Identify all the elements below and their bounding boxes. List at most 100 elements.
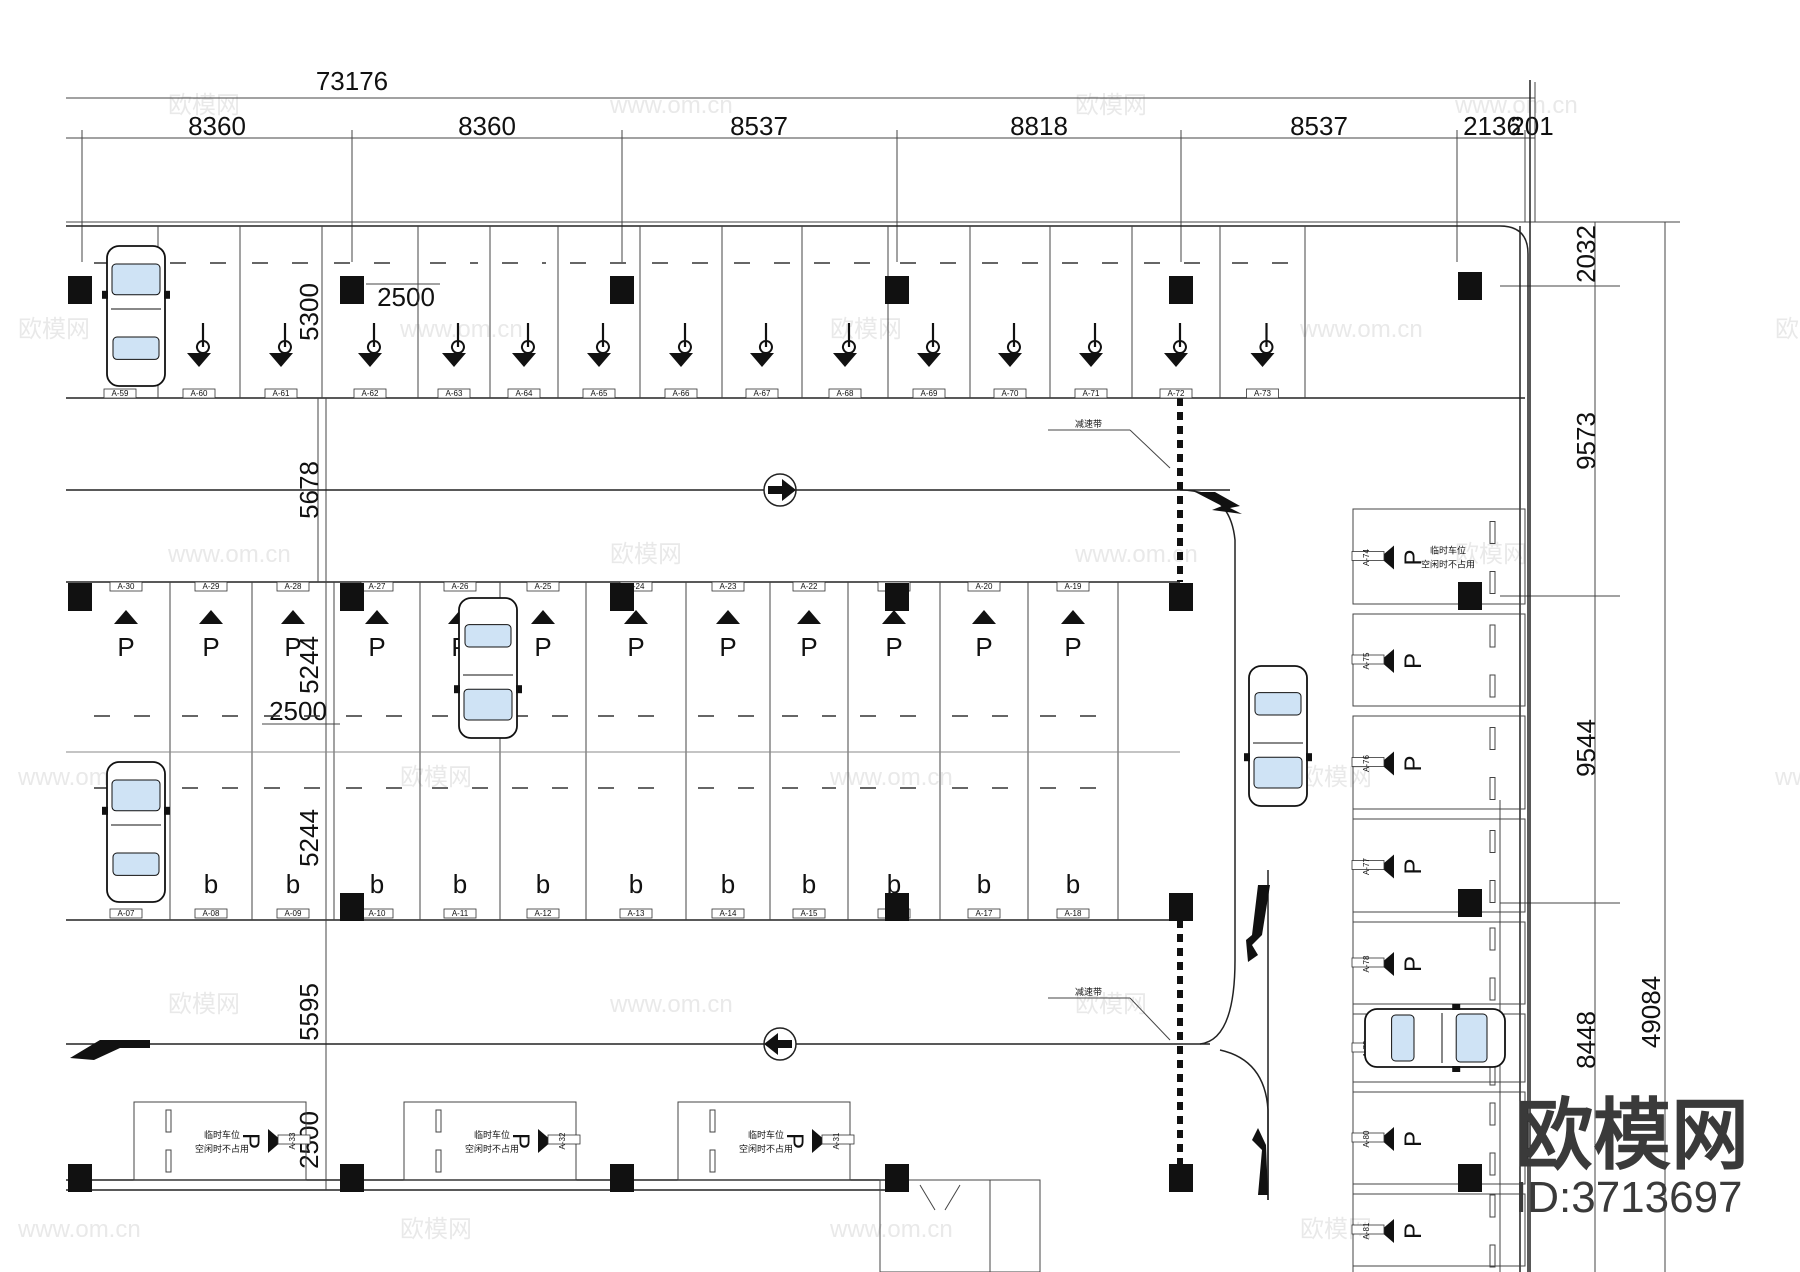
- svg-text:P: P: [781, 1133, 808, 1149]
- svg-text:P: P: [1400, 755, 1427, 771]
- parking-p-icon: b: [977, 869, 991, 899]
- svg-text:A-33: A-33: [288, 1132, 297, 1149]
- temp-note-line2: 空闲时不占用: [1421, 559, 1475, 570]
- parking-p-icon: P: [797, 610, 821, 662]
- parking-p-icon: b: [887, 869, 901, 899]
- top-row-depth-dim: 5300: [294, 283, 324, 341]
- stall-label: A-76: [1351, 755, 1385, 772]
- parking-p-icon: P: [1380, 854, 1427, 879]
- upper-aisle-dim: 5678: [294, 461, 324, 519]
- stall-label: A-64: [507, 388, 541, 399]
- faint-watermark: 欧模网: [1775, 316, 1800, 343]
- stall-label: A-08: [194, 908, 228, 919]
- car-icon: [1364, 1004, 1506, 1072]
- turn-arrow-icon: [1252, 1128, 1268, 1195]
- parking-p-icon: P: [114, 610, 138, 662]
- svg-text:A-17: A-17: [976, 909, 993, 918]
- parking-p-icon: P: [1380, 751, 1427, 776]
- bay-width-2: 8360: [458, 111, 516, 141]
- svg-text:P: P: [800, 632, 817, 662]
- parking-p-icon: P: [507, 1129, 552, 1153]
- svg-text:A-69: A-69: [921, 389, 938, 398]
- stall-width-mid-dim: 2500: [269, 696, 327, 726]
- faint-watermark: www.om.cn: [399, 316, 523, 343]
- parking-p-icon: P: [882, 610, 906, 662]
- structural-column: [68, 1164, 92, 1192]
- faint-watermark: www.om.cn: [17, 1216, 141, 1243]
- brand-watermark: 欧模网: [1515, 1091, 1749, 1179]
- stall-label: A-60: [182, 388, 216, 399]
- structural-column: [340, 1164, 364, 1192]
- structural-column: [1458, 272, 1482, 300]
- svg-text:A-13: A-13: [628, 909, 645, 918]
- structural-column: [885, 893, 909, 921]
- parking-p-icon: P: [1380, 649, 1427, 673]
- svg-text:P: P: [975, 632, 992, 662]
- lower-aisle-dim: 5595: [294, 983, 324, 1041]
- svg-text:A-60: A-60: [191, 389, 208, 398]
- svg-text:b: b: [536, 869, 550, 899]
- turn-arrow-icon: [1246, 885, 1270, 962]
- parking-p-icon: [750, 323, 774, 367]
- svg-text:A-76: A-76: [1362, 755, 1371, 772]
- svg-text:A-77: A-77: [1362, 858, 1371, 875]
- inner-dimensions: 2500 2500 5300 5678 5244 5244 5595 2500: [262, 282, 440, 1169]
- faint-watermark: www.om.cn: [1454, 92, 1578, 119]
- parking-p-icon: P: [281, 610, 305, 662]
- svg-text:b: b: [977, 869, 991, 899]
- parking-p-icon: b: [286, 869, 300, 899]
- structural-column: [610, 1164, 634, 1192]
- stall-label: A-29: [194, 581, 228, 592]
- stall-label: A-23: [711, 581, 745, 592]
- structural-column: [1458, 889, 1482, 917]
- svg-text:A-11: A-11: [452, 909, 469, 918]
- stall-label: A-70: [993, 388, 1027, 399]
- svg-text:A-80: A-80: [1362, 1130, 1371, 1147]
- parking-p-icon: P: [365, 610, 389, 662]
- stall-label: A-15: [792, 908, 826, 919]
- direction-arrow-right: [763, 473, 797, 507]
- stall-label: A-22: [792, 581, 826, 592]
- parked-cars: [102, 245, 1506, 1072]
- temp-note-line1: 临时车位: [748, 1129, 784, 1140]
- stall-label: A-69: [912, 388, 946, 399]
- stall-label: A-07: [109, 908, 143, 919]
- parking-p-icon: P: [1380, 1219, 1427, 1243]
- parking-p-icon: P: [531, 610, 555, 662]
- svg-text:A-32: A-32: [558, 1132, 567, 1149]
- svg-text:A-70: A-70: [1002, 389, 1019, 398]
- svg-text:A-64: A-64: [516, 389, 533, 398]
- faint-watermark: 欧模网: [168, 92, 240, 119]
- structural-column: [885, 583, 909, 611]
- svg-text:A-75: A-75: [1362, 652, 1371, 669]
- stall-label: A-10: [360, 908, 394, 919]
- parking-p-icon: P: [1380, 952, 1427, 976]
- stall-label: A-13: [619, 908, 653, 919]
- parking-p-icon: P: [972, 610, 996, 662]
- stall-label: A-77: [1351, 858, 1385, 875]
- svg-text:A-19: A-19: [1065, 582, 1082, 591]
- svg-text:A-20: A-20: [976, 582, 993, 591]
- parking-p-icon: P: [199, 610, 223, 662]
- svg-text:A-25: A-25: [535, 582, 552, 591]
- parking-p-icon: b: [629, 869, 643, 899]
- svg-text:A-65: A-65: [591, 389, 608, 398]
- faint-watermark: 欧模网: [18, 316, 90, 343]
- bay-width-3: 8537: [730, 111, 788, 141]
- svg-text:A-72: A-72: [1168, 389, 1185, 398]
- svg-text:P: P: [1400, 858, 1427, 874]
- parking-p-icon: b: [721, 869, 735, 899]
- structural-column: [340, 583, 364, 611]
- stall-label: A-73: [1246, 388, 1279, 399]
- structural-column: [610, 276, 634, 304]
- bay-width-6: 2136: [1463, 111, 1521, 141]
- stall-label: A-71: [1074, 388, 1108, 399]
- svg-text:A-67: A-67: [754, 389, 771, 398]
- stall-label: A-14: [711, 908, 745, 919]
- parking-p-icon: [269, 323, 293, 367]
- parking-p-icon: [1079, 323, 1103, 367]
- svg-text:A-31: A-31: [832, 1132, 841, 1149]
- svg-text:b: b: [1066, 869, 1080, 899]
- parking-p-icon: b: [1066, 869, 1080, 899]
- svg-text:P: P: [719, 632, 736, 662]
